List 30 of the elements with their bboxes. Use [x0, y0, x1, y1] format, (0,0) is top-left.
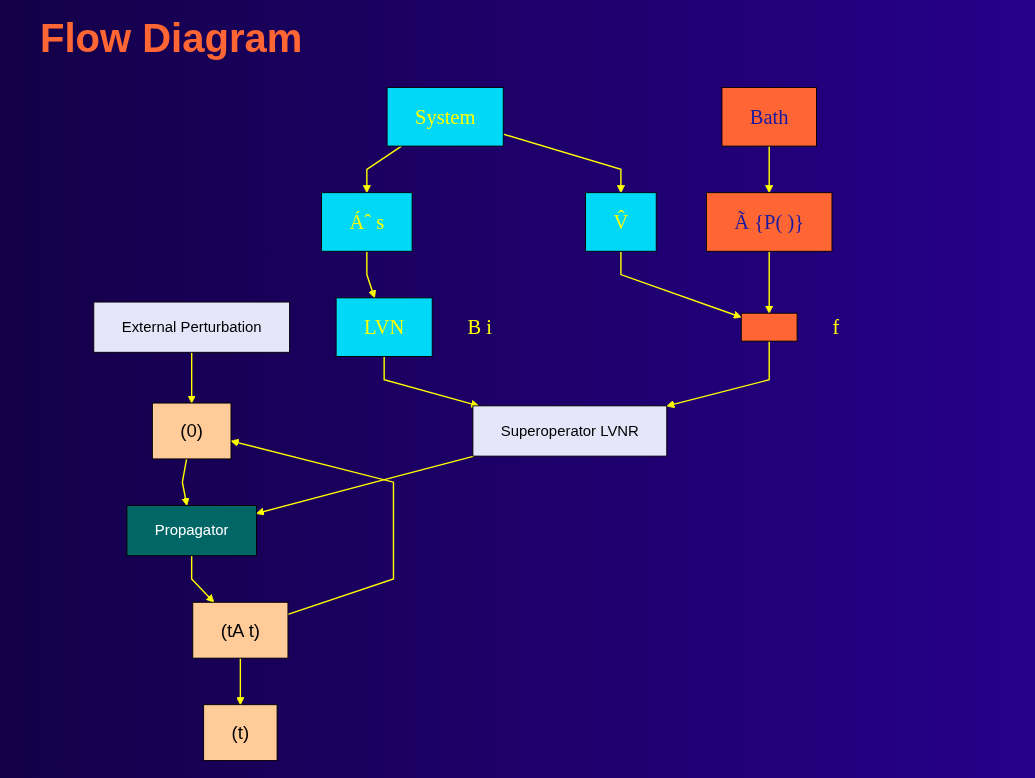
arrow: [765, 250, 774, 314]
node-box: V̂: [585, 192, 657, 252]
arrow: [181, 458, 190, 506]
node-box: Áˆ s: [321, 192, 413, 252]
node-label: B i: [467, 315, 493, 339]
node-box: Superoperator LVNR: [472, 405, 668, 457]
node-box: System: [386, 87, 504, 147]
node-box: (t): [203, 704, 278, 761]
arrow: [230, 438, 395, 615]
arrow: [191, 555, 215, 603]
arrow: [256, 455, 475, 516]
arrow: [187, 351, 196, 404]
node-box: Ã {P( )}: [705, 192, 833, 252]
node-box: LVN: [335, 297, 433, 357]
node-box: [740, 312, 798, 342]
node-box: External Perturbation: [93, 301, 291, 353]
node-box: (tA t): [192, 601, 289, 659]
arrow: [666, 340, 770, 409]
title: Flow Diagram: [40, 16, 304, 62]
arrow: [502, 133, 625, 193]
arrow: [765, 145, 774, 193]
node-box: Bath: [721, 87, 817, 147]
node-box: Propagator: [126, 505, 257, 557]
arrow: [362, 145, 403, 193]
arrow: [383, 355, 480, 408]
arrow: [236, 657, 245, 706]
node-label: f: [832, 315, 840, 339]
node-box: (0): [151, 402, 232, 460]
arrow: [620, 250, 742, 319]
arrow: [366, 250, 377, 299]
